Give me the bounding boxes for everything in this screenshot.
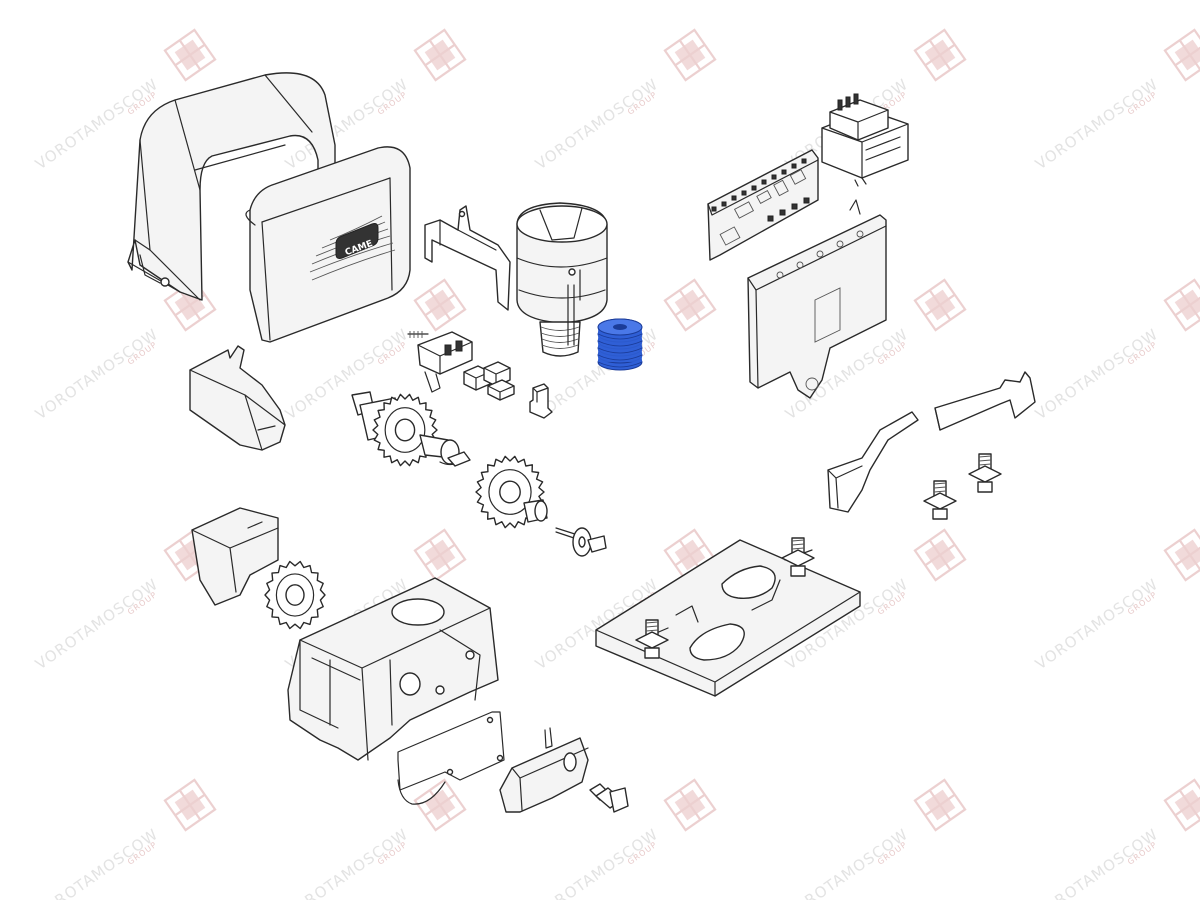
watermark-text: VOROTAMOSCOW (1032, 575, 1162, 673)
foundation-plate-bolts (635, 537, 815, 659)
worm-shaft-gear (351, 391, 471, 467)
limit-switch-bolts (923, 453, 1002, 520)
release-cover (499, 727, 589, 813)
top-cover (127, 72, 336, 301)
secondary-gear (475, 455, 548, 529)
watermark-logo-icon (1163, 778, 1200, 832)
gearbox-housing (287, 577, 499, 761)
shaft-pin (555, 527, 607, 557)
watermark-text: VOROTAMOSCOW (32, 575, 162, 673)
watermark-text: VOROTAMOSCOW (532, 75, 662, 173)
watermark-logo-icon (413, 278, 467, 332)
watermark-logo-icon (1163, 28, 1200, 82)
watermark-text: VOROTAMOSCOW (782, 825, 912, 900)
plate-bolt (781, 537, 815, 577)
watermark-logo-icon (913, 528, 967, 582)
watermark-text: VOROTAMOSCOW (532, 825, 662, 900)
release-key (589, 783, 629, 813)
watermark-text: VOROTAMOSCOW (1032, 825, 1162, 900)
motor-housing-bracket (424, 205, 511, 311)
watermark-text: VOROTAMOSCOW (1032, 325, 1162, 423)
watermark-logo-icon (163, 28, 217, 82)
plate-bolt (635, 619, 669, 659)
watermark-logo-icon (913, 778, 967, 832)
watermark-logo-icon (663, 28, 717, 82)
limit-bolt (923, 480, 957, 520)
watermark-text: VOROTAMOSCOW (1032, 75, 1162, 173)
front-cover: CAME (245, 146, 411, 343)
transformer (821, 93, 909, 187)
big-gear-teeth (372, 393, 438, 467)
terminal-connector (407, 331, 473, 393)
electric-motor (516, 202, 608, 357)
pinion-teeth (264, 560, 326, 630)
foundation-plate (595, 539, 861, 697)
limit-switch-spring-left (827, 411, 919, 513)
limit-switch-spring-right (934, 371, 1036, 431)
output-pinion (264, 560, 326, 630)
board-mounting-plate (747, 199, 887, 399)
limit-bolt (968, 453, 1002, 493)
gear-cover (191, 507, 279, 606)
blue-spacer-stack (597, 318, 643, 371)
watermark-logo-icon (1163, 528, 1200, 582)
watermark-logo-icon (913, 278, 967, 332)
watermark-logo-icon (413, 28, 467, 82)
watermark-text: VOROTAMOSCOW (282, 825, 412, 900)
rear-bracket (189, 345, 286, 451)
housing-gasket (397, 711, 505, 805)
watermark-logo-icon (663, 778, 717, 832)
watermark-logo-icon (1163, 278, 1200, 332)
small-connector (529, 383, 553, 419)
watermark-logo-icon (413, 528, 467, 582)
control-board (707, 149, 819, 261)
watermark-logo-icon (413, 778, 467, 832)
watermark-text: VOROTAMOSCOW (32, 325, 162, 423)
watermark-text: VOROTAMOSCOW (32, 825, 162, 900)
connector-blocks (463, 361, 515, 401)
watermark-logo-icon (163, 778, 217, 832)
watermark-logo-icon (913, 28, 967, 82)
watermark-logo-icon (663, 278, 717, 332)
